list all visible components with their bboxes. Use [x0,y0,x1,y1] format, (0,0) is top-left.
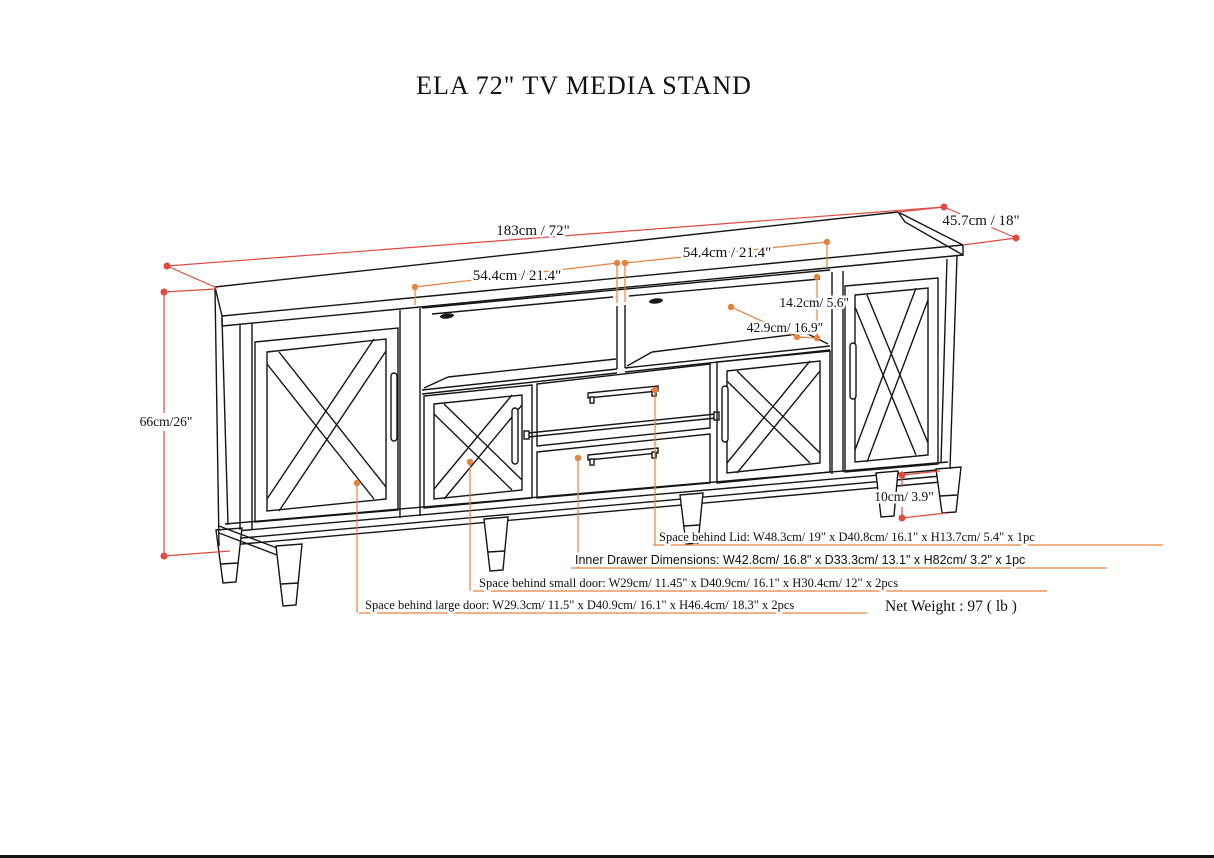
legs [215,466,962,607]
callout-space-behind-lid: Space behind Lid: W48.3cm/ 19" x D40.8cm… [659,530,1035,544]
tabletop [214,211,964,327]
left-shelf-width-label: 54.4cm / 21.4" [473,268,562,284]
shelf-depth-label: 42.9cm/ 16.9" [747,320,823,335]
dim-leg-height: 10cm/ 3.9" [872,470,947,522]
dim-overall-width: 183cm / 72" [163,203,948,289]
face-frame-stiles [239,271,844,530]
small-left-x-door [423,384,533,509]
callout-space-behind-large-door: Space behind large door: W29.3cm/ 11.5" … [365,598,794,612]
large-right-x-door [844,277,939,473]
open-shelf-compartments [421,269,831,395]
drawer-handle-bottom [587,447,659,466]
cable-slot-right [649,298,663,304]
callout-space-behind-small-door: Space behind small door: W29cm/ 11.45" x… [479,576,898,590]
dim-right-shelf-width: 54.4cm / 21.4" [621,238,831,302]
door-handle [511,407,519,465]
door-handle [849,342,857,400]
overall-width-label: 183cm / 72" [496,223,570,239]
page-title: ELA 72" TV MEDIA STAND [416,71,752,100]
left-side-panel [214,287,278,556]
overall-height-label: 66cm/26" [140,414,193,429]
drawer-bottom [536,433,711,499]
overall-depth-label: 45.7cm / 18" [942,213,1019,229]
sliding-door-rail [523,411,720,440]
dim-left-shelf-width: 54.4cm / 21.4" [411,259,621,305]
right-corner-stile [940,255,958,470]
door-handle [390,372,398,442]
dim-overall-height: 66cm/26" [137,288,231,560]
dim-shelf-depth: 42.9cm/ 16.9" [727,303,826,341]
right-shelf-width-label: 54.4cm / 21.4" [683,245,772,261]
large-left-x-door [254,327,399,523]
drawer-top [536,363,711,447]
door-handle [721,385,729,443]
callout-inner-drawer-dimensions: Inner Drawer Dimensions: W42.8cm/ 16.8" … [575,553,1025,567]
cable-slot-left [440,313,454,319]
callout-leaders [353,386,1163,614]
dim-overall-depth: 45.7cm / 18" [940,206,1022,246]
center-drawers [523,363,720,499]
page-bottom-edge [0,855,1214,858]
leg-height-label: 10cm/ 3.9" [874,489,934,504]
net-weight-label: Net Weight : 97 ( lb ) [885,598,1017,615]
tv-stand-drawing [214,211,964,607]
drawer-handle-top [587,385,659,404]
shelf-height-label: 14.2cm/ 5.6" [779,295,849,310]
small-right-x-door [716,350,831,484]
